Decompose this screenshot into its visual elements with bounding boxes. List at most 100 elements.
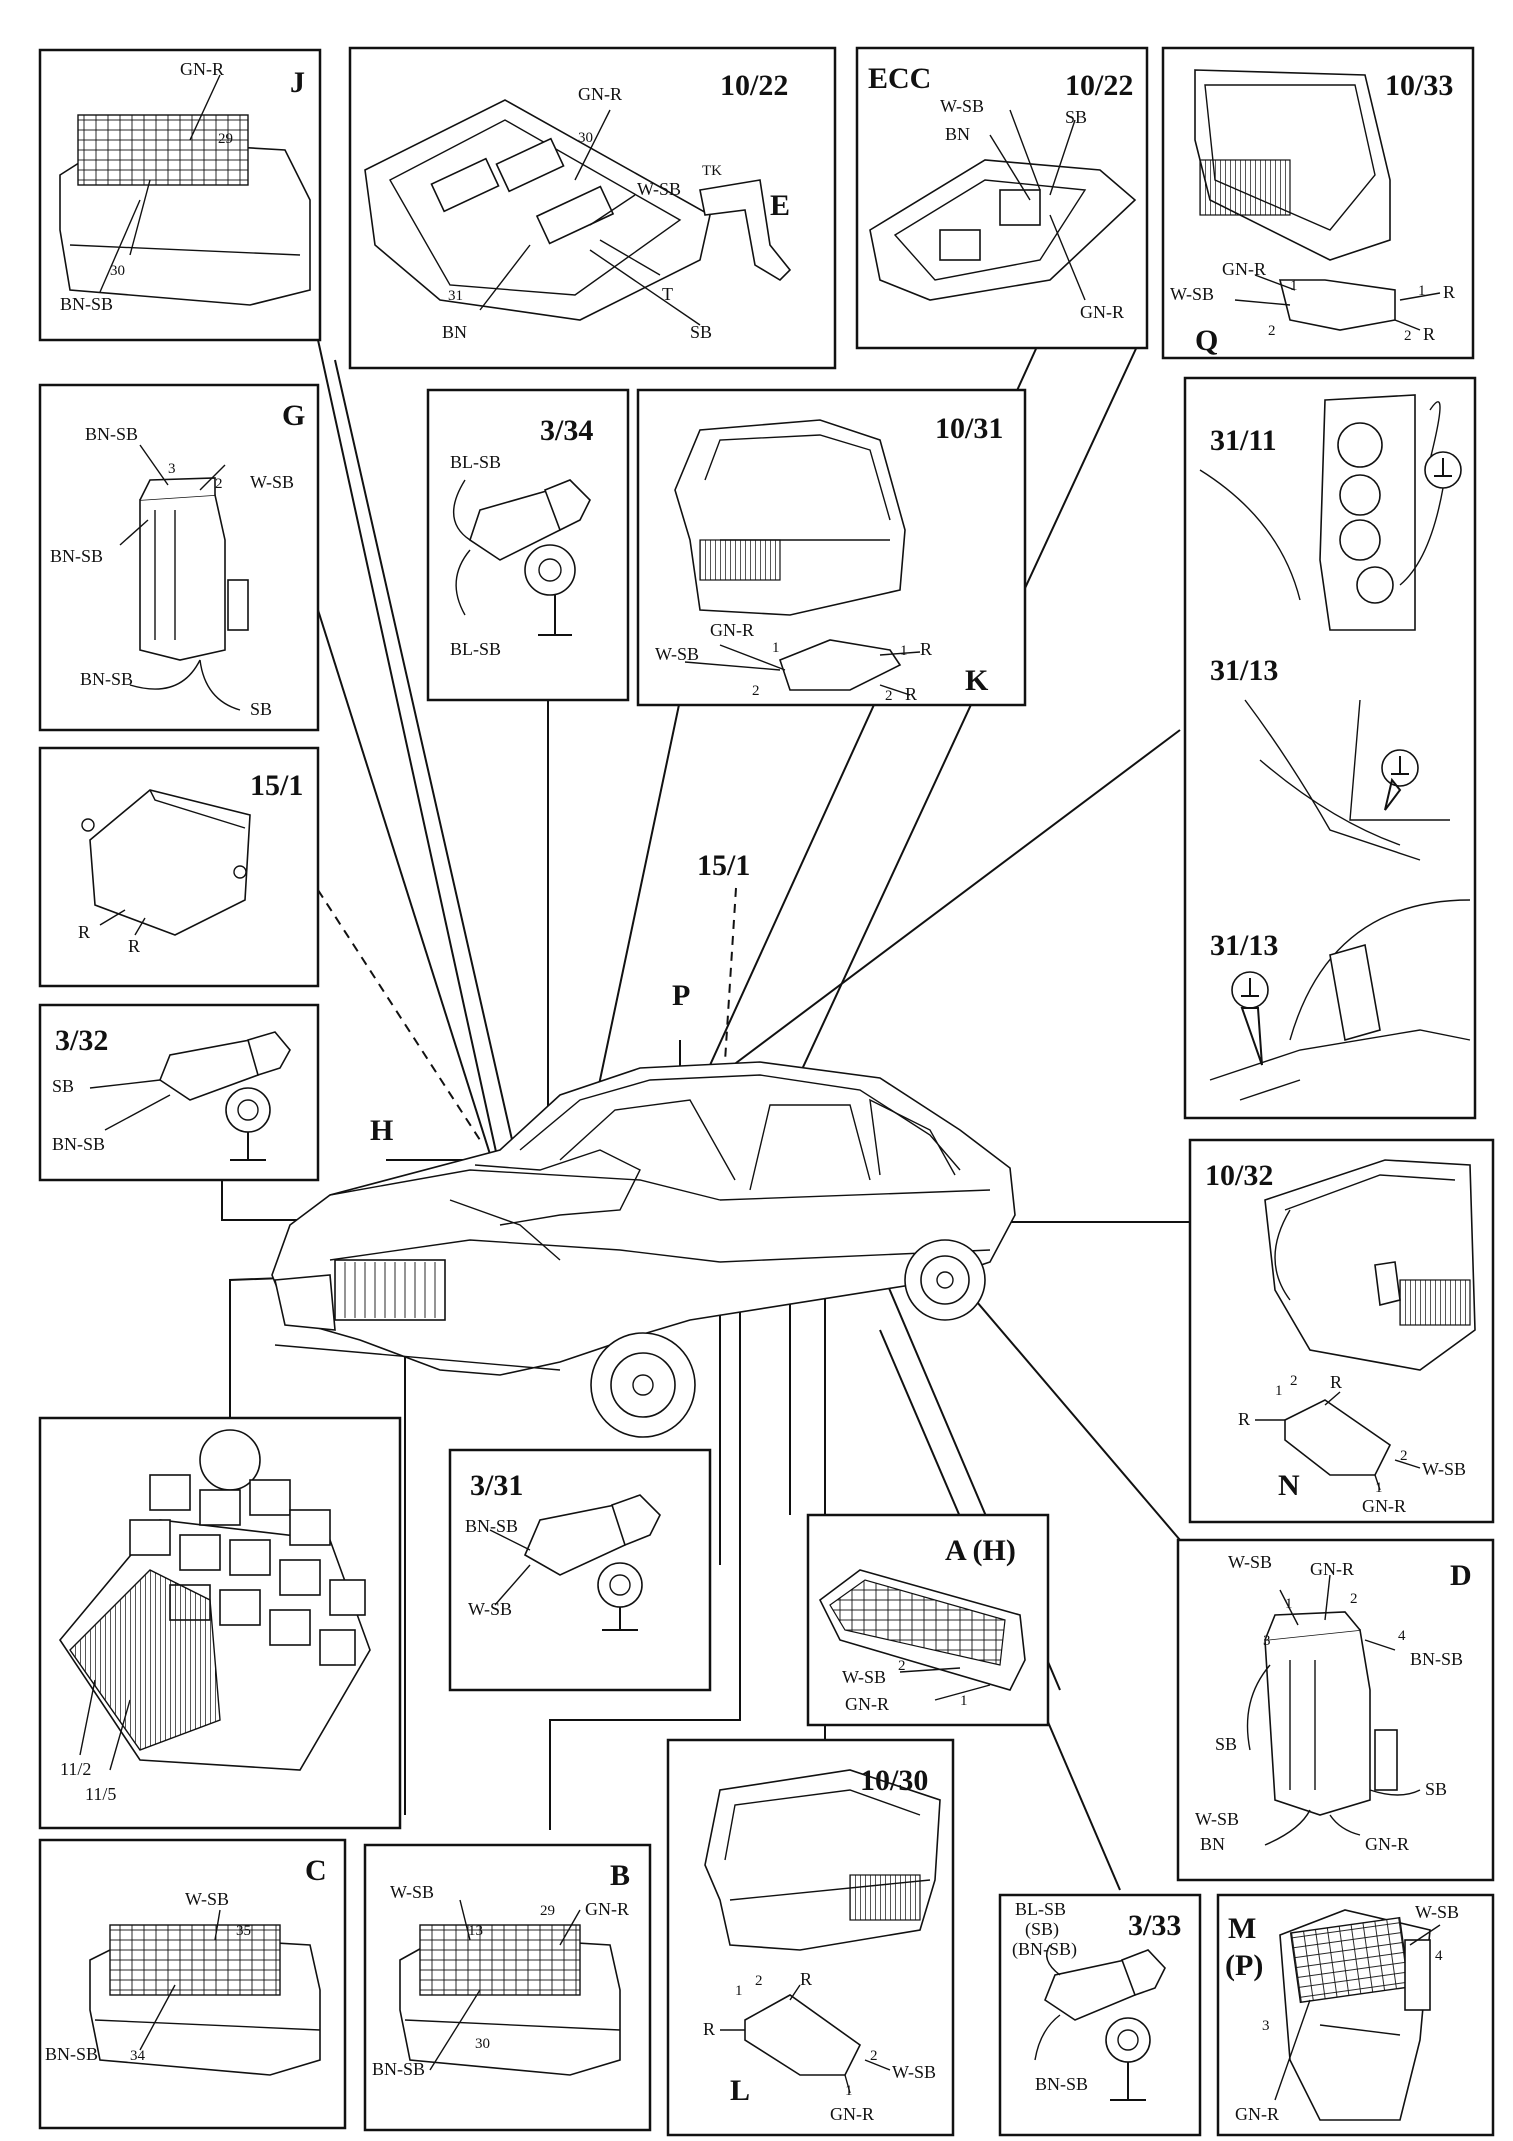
- panel-31-group: 31/11 31/13 31/13: [1183, 376, 1477, 1120]
- panel-g-wire-bn-sb-bottom: BN-SB: [80, 669, 133, 689]
- panel-n-pin-1a: 1: [1275, 1383, 1283, 1399]
- panel-d-wire-w-sb-bottom: W-SB: [1195, 1809, 1239, 1829]
- panel-d-wire-w-sb-top: W-SB: [1228, 1552, 1272, 1572]
- panel-b-wire-bn-sb: BN-SB: [372, 2059, 425, 2079]
- panel-l-pin-2b: 2: [870, 2048, 878, 2064]
- panel-m-sub: (P): [1225, 1949, 1263, 1982]
- panel-n-ref: 10/32: [1205, 1159, 1273, 1192]
- panel-e-title: E: [770, 189, 790, 222]
- panel-ecc-wire-gn-r: GN-R: [1080, 302, 1124, 322]
- panel-l-pin-1b: 1: [845, 2083, 853, 2099]
- panel-15-1: 15/1 R R: [38, 746, 320, 988]
- panel-c-wire-bn-sb: BN-SB: [45, 2044, 98, 2064]
- panel-m-title: M: [1228, 1912, 1256, 1945]
- panel-l-wire-gn-r: GN-R: [830, 2104, 874, 2124]
- panel-q: 10/33 Q GN-R W-SB 1 2 1 R 2 R: [1161, 46, 1475, 360]
- car-ref-15-1: 15/1: [697, 849, 750, 882]
- car-illustration: 15/1 P H: [271, 849, 1016, 1438]
- panel-d-wire-gn-r-bottom: GN-R: [1365, 1834, 1409, 1854]
- panel-d-pin-4: 4: [1398, 1628, 1406, 1644]
- panel-31-13b-ref: 31/13: [1210, 929, 1278, 962]
- panel-b-wire-w-sb: W-SB: [390, 1882, 434, 1902]
- panel-n-wire-r-top: R: [1330, 1372, 1342, 1392]
- panel-k-pin-2a: 2: [752, 683, 760, 699]
- panel-e-pin-31: 31: [448, 288, 463, 304]
- panel-3-33-wire-bn-sb: BN-SB: [1035, 2074, 1088, 2094]
- panel-d: D W-SB GN-R 1 2 3 4 BN-SB SB SB W-SB BN …: [1176, 1538, 1495, 1882]
- panel-k-ref: 10/31: [935, 412, 1003, 445]
- panel-j-pin-29: 29: [218, 131, 233, 147]
- panel-d-wire-bn-sb: BN-SB: [1410, 1649, 1463, 1669]
- panel-ecc-wire-w-sb: W-SB: [940, 96, 984, 116]
- panel-m-wire-gn-r: GN-R: [1235, 2104, 1279, 2124]
- panel-q-pin-1a: 1: [1290, 278, 1298, 294]
- panel-a: A (H) W-SB 2 GN-R 1: [806, 1513, 1050, 1727]
- panel-3-32-wire-bn-sb: BN-SB: [52, 1134, 105, 1154]
- panel-b-wire-gn-r: GN-R: [585, 1899, 629, 1919]
- panel-l-ref: 10/30: [860, 1764, 928, 1797]
- panel-m-wire-w-sb: W-SB: [1415, 1902, 1459, 1922]
- panel-k-wire-r1: R: [920, 639, 932, 659]
- panel-l-pin-2a: 2: [755, 1973, 763, 1989]
- panel-3-32: 3/32 SB BN-SB: [38, 1003, 320, 1182]
- panel-3-33-ref: 3/33: [1128, 1909, 1181, 1942]
- panel-c-pin-34: 34: [130, 2048, 146, 2064]
- panel-b-pin-29: 29: [540, 1903, 555, 1919]
- panel-e-wire-gn-r: GN-R: [578, 84, 622, 104]
- panel-j-wire-bn-sb: BN-SB: [60, 294, 113, 314]
- panel-k-wire-w-sb: W-SB: [655, 644, 699, 664]
- panel-q-wire-r1: R: [1443, 282, 1455, 302]
- panel-n-pin-2b: 2: [1400, 1448, 1408, 1464]
- panel-n-pin-2a: 2: [1290, 1373, 1298, 1389]
- panel-g: G BN-SB 3 2 W-SB BN-SB BN-SB SB: [38, 383, 320, 732]
- panel-d-title: D: [1450, 1559, 1472, 1592]
- panel-j-wire-gn-r: GN-R: [180, 59, 224, 79]
- panel-m-pin-3: 3: [1262, 2018, 1270, 2034]
- panel-q-pin-1b: 1: [1418, 283, 1426, 299]
- panel-g-pin-3: 3: [168, 461, 176, 477]
- car-label-p: P: [672, 979, 690, 1012]
- panel-e: 10/22 E GN-R 30 W-SB TK T SB 31 BN: [348, 46, 837, 370]
- panel-m-pin-4: 4: [1435, 1948, 1443, 1964]
- panel-a-wire-w-sb: W-SB: [842, 1667, 886, 1687]
- panel-n-title: N: [1278, 1469, 1300, 1502]
- panel-d-wire-bn: BN: [1200, 1834, 1225, 1854]
- panel-n-wire-w-sb: W-SB: [1422, 1459, 1466, 1479]
- panel-15-1-ref: 15/1: [250, 769, 303, 802]
- panel-e-wire-w-sb: W-SB: [637, 179, 681, 199]
- panel-3-33-wire-bl-sb: BL-SB: [1015, 1899, 1066, 1919]
- panel-g-wire-sb: SB: [250, 699, 272, 719]
- panel-k-title: K: [965, 664, 989, 697]
- panel-m: M (P) W-SB 4 3 GN-R: [1216, 1893, 1495, 2137]
- panel-k: 10/31 K GN-R W-SB 1 2 1 R 2 R: [636, 388, 1027, 707]
- panel-n-wire-gn-r: GN-R: [1362, 1496, 1406, 1516]
- panel-l-wire-w-sb: W-SB: [892, 2062, 936, 2082]
- panel-3-34-wire-top: BL-SB: [450, 452, 501, 472]
- panel-l-wire-r-left: R: [703, 2019, 715, 2039]
- panel-3-33: 3/33 BL-SB (SB) (BN-SB) BN-SB: [998, 1893, 1202, 2137]
- panel-g-title: G: [282, 399, 305, 432]
- panel-d-wire-gn-r-top: GN-R: [1310, 1559, 1354, 1579]
- panel-e-wire-bn: BN: [442, 322, 467, 342]
- panel-3-34: 3/34 BL-SB BL-SB: [426, 388, 630, 702]
- panel-q-wire-r2: R: [1423, 324, 1435, 344]
- panel-j-title: J: [290, 66, 305, 99]
- panel-e-wire-tk: TK: [702, 163, 722, 179]
- panel-ecc-ref: 10/22: [1065, 69, 1133, 102]
- panel-31-11-ref: 31/11: [1210, 424, 1277, 457]
- panel-j: J GN-R 29 30 BN-SB: [38, 48, 322, 342]
- panel-3-34-wire-bottom: BL-SB: [450, 639, 501, 659]
- panel-q-pin-2b: 2: [1404, 328, 1412, 344]
- panel-k-pin-1b: 1: [900, 643, 908, 659]
- panel-e-wire-sb: SB: [690, 322, 712, 342]
- relay-label-11-2: 11/2: [60, 1759, 91, 1779]
- panel-15-1-wire-r2: R: [128, 936, 140, 956]
- panel-a-wire-gn-r: GN-R: [845, 1694, 889, 1714]
- panel-c-wire-w-sb: W-SB: [185, 1889, 229, 1909]
- panel-ecc-wire-bn: BN: [945, 124, 970, 144]
- panel-d-wire-sb-right: SB: [1425, 1779, 1447, 1799]
- panel-a-title: A (H): [945, 1534, 1016, 1567]
- panel-n-wire-r-left: R: [1238, 1409, 1250, 1429]
- panel-k-wire-gn-r: GN-R: [710, 620, 754, 640]
- panel-e-ref: 10/22: [720, 69, 788, 102]
